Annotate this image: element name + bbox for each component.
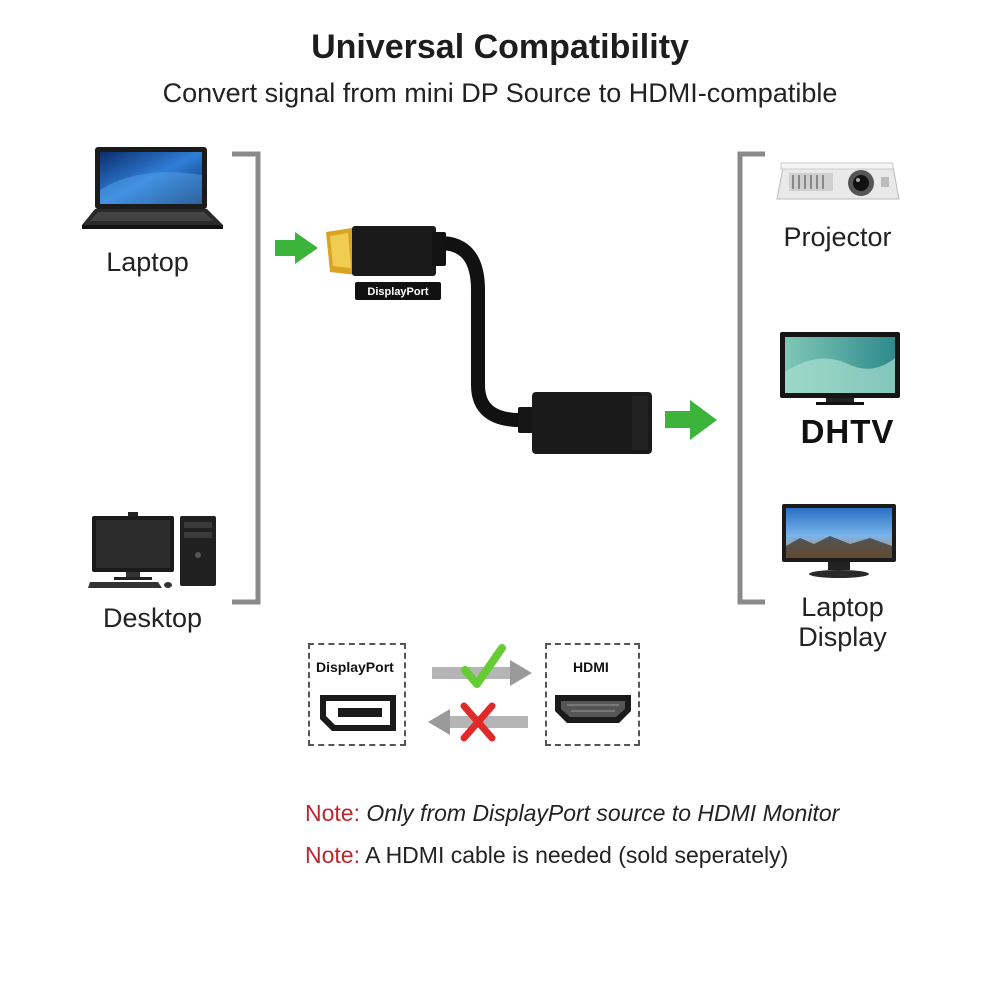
- output-arrow-icon: [665, 400, 717, 440]
- note-line-1: Note: Only from DisplayPort source to HD…: [305, 800, 839, 827]
- desktop-computer-icon: [88, 510, 220, 590]
- right-bracket: [737, 151, 765, 605]
- checkmark-icon: [461, 644, 506, 688]
- hdmi-female-connector: [518, 392, 652, 454]
- tv-icon: [778, 330, 902, 406]
- destination-label-projector: Projector: [783, 222, 892, 252]
- direction-arrows: [428, 644, 532, 742]
- displayport-plug-tag: DisplayPort: [355, 282, 441, 300]
- note-line-2: Note: A HDMI cable is needed (sold seper…: [305, 842, 788, 869]
- adapter-cable: [433, 236, 532, 427]
- note-text: Only from DisplayPort source to HDMI Mon…: [359, 800, 840, 826]
- destination-label-laptop-display: Laptop Display: [798, 592, 887, 652]
- displayport-port-icon: [320, 695, 396, 731]
- displayport-port-box: DisplayPort: [308, 643, 406, 746]
- note-text: A HDMI cable is needed (sold seperately): [359, 842, 789, 868]
- left-bracket: [232, 151, 261, 605]
- source-label-laptop: Laptop: [106, 247, 189, 277]
- backward-arrow-icon: [428, 709, 528, 735]
- connection-diagram: [232, 151, 765, 605]
- input-arrow-icon: [275, 232, 318, 264]
- laptop-icon: [80, 145, 225, 231]
- note-prefix: Note:: [305, 800, 360, 826]
- destination-label-tv: DHTV: [800, 413, 895, 450]
- laptop-display-icon: [780, 502, 898, 580]
- projector-icon: [775, 155, 903, 205]
- hdmi-port-label: HDMI: [573, 659, 609, 675]
- source-label-desktop: Desktop: [102, 603, 203, 633]
- page-subtitle: Convert signal from mini DP Source to HD…: [162, 78, 838, 108]
- hdmi-port-box: HDMI: [545, 643, 640, 746]
- displayport-plug-label: DisplayPort: [367, 286, 429, 298]
- x-mark-icon: [460, 702, 496, 742]
- hdmi-port-icon: [555, 695, 631, 723]
- displayport-plug: [326, 226, 446, 276]
- note-prefix: Note:: [305, 842, 360, 868]
- page-title: Universal Compatibility: [311, 28, 689, 66]
- displayport-port-label: DisplayPort: [316, 659, 394, 675]
